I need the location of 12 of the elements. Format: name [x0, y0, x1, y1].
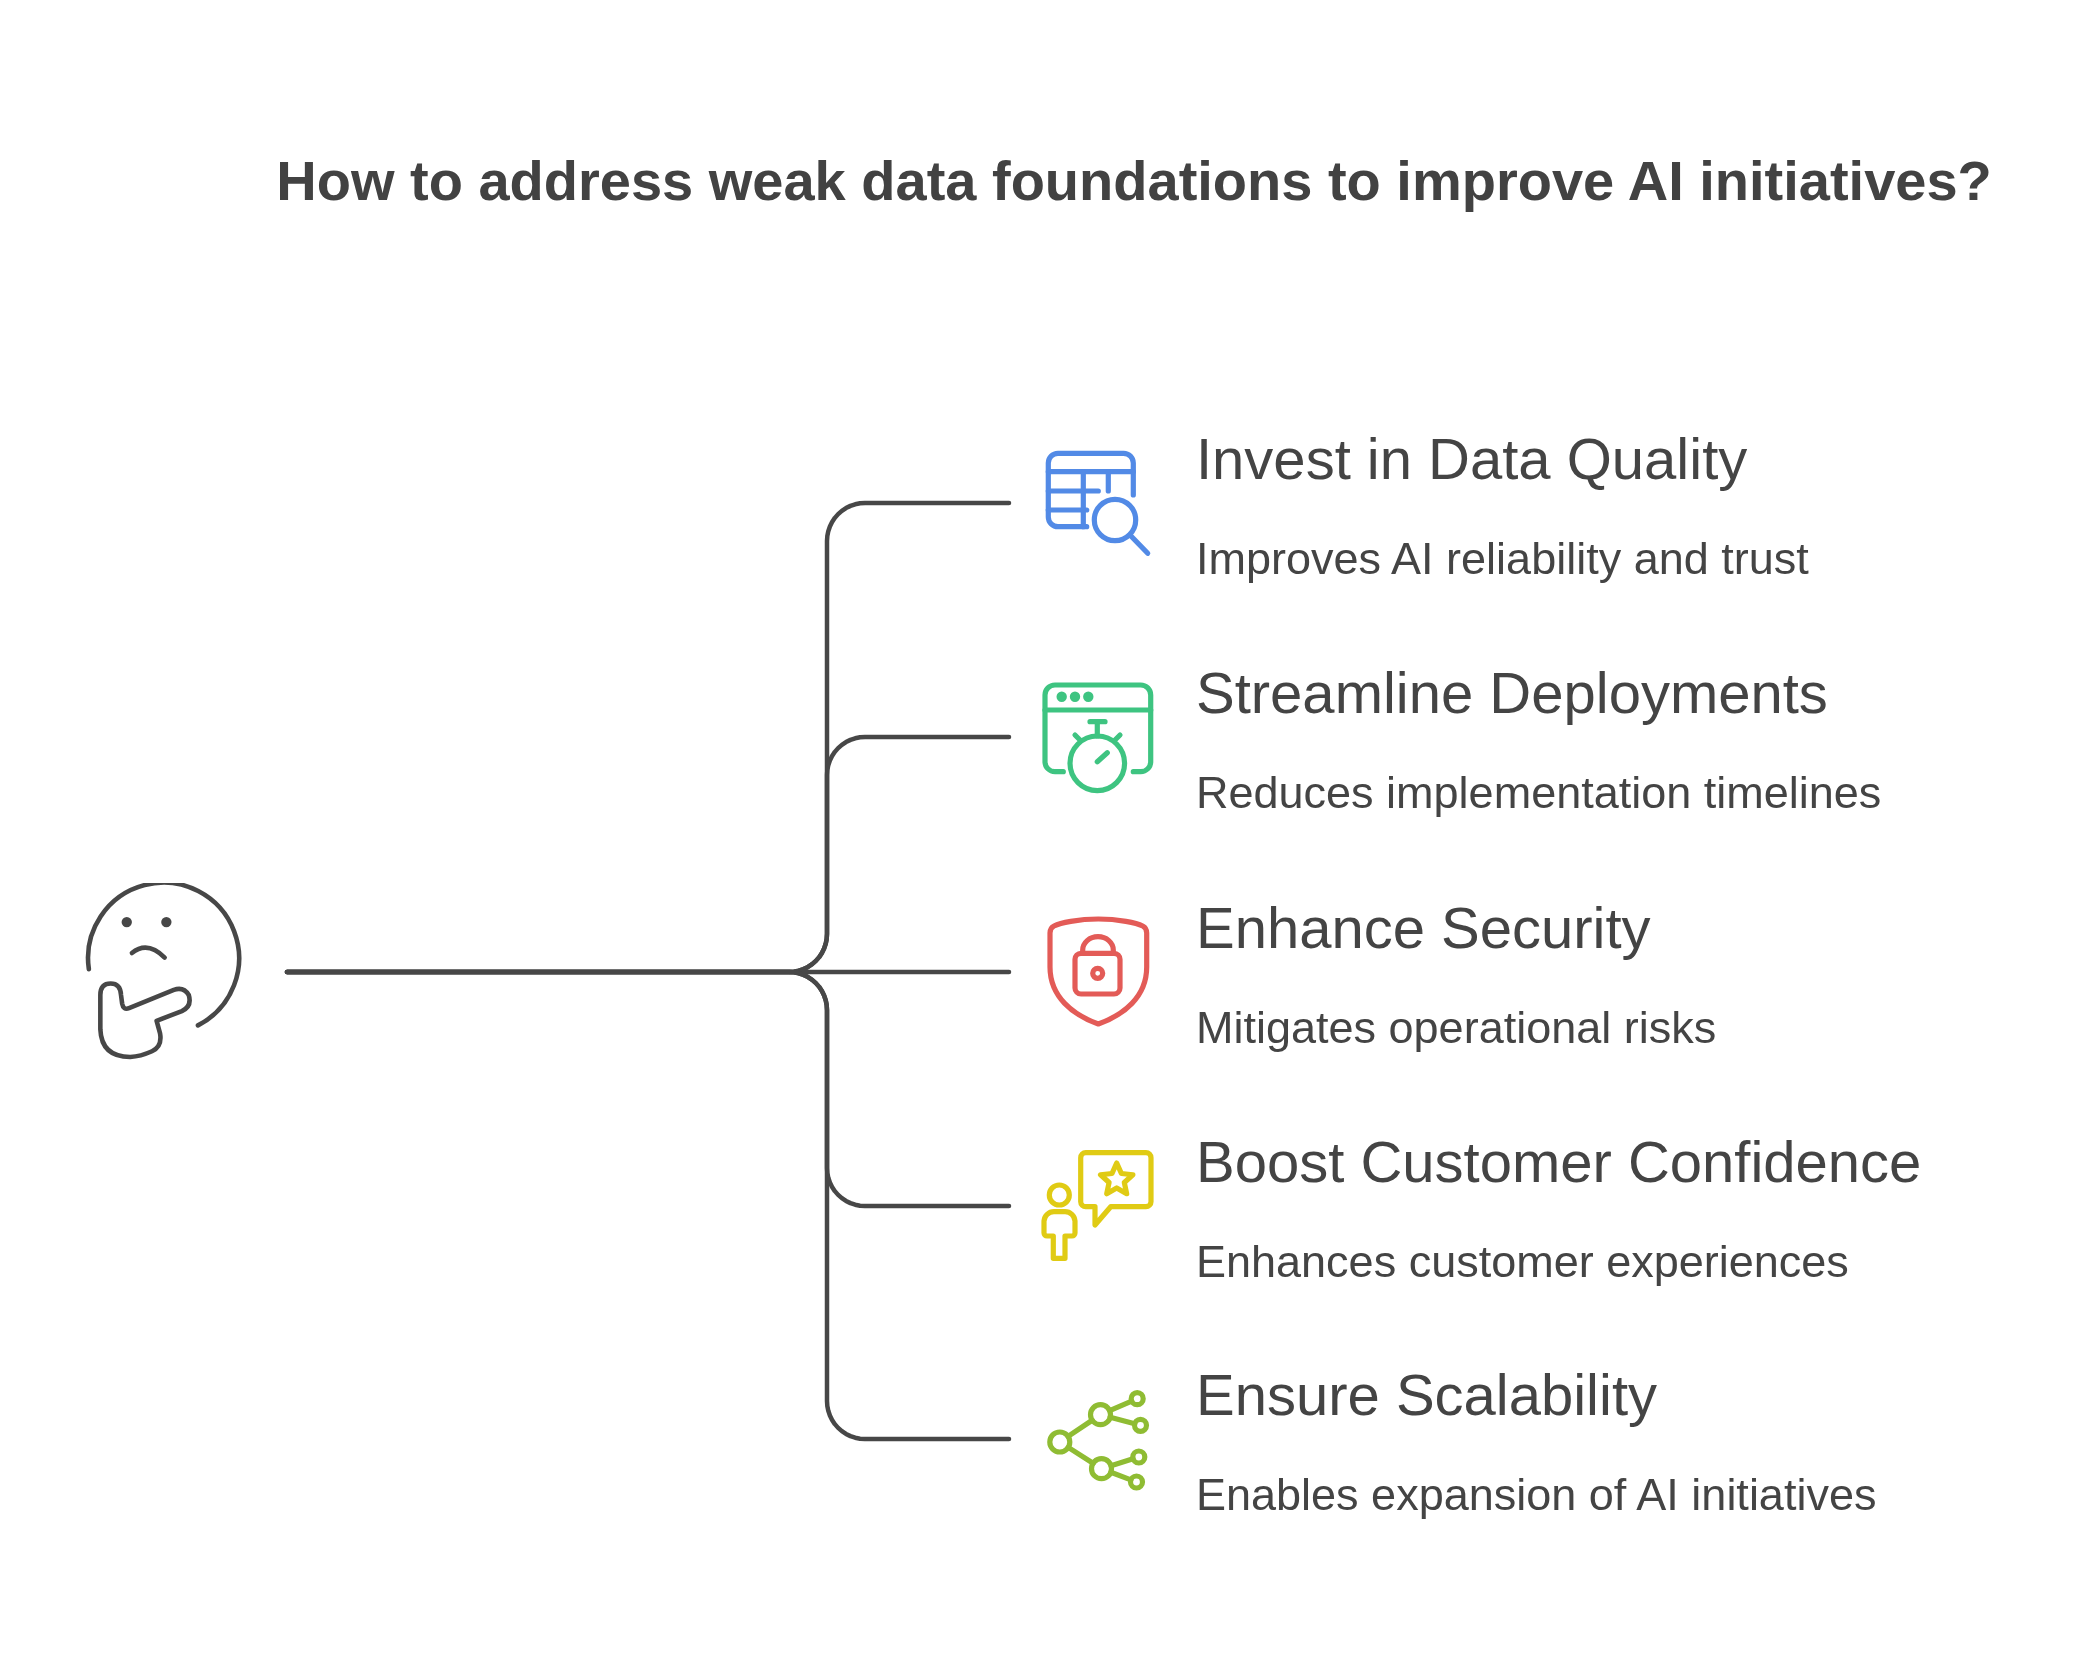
item-description: Improves AI reliability and trust — [1196, 532, 1809, 585]
item-description: Enhances customer experiences — [1196, 1235, 1850, 1288]
item-heading: Streamline Deployments — [1196, 659, 1829, 726]
item-heading: Ensure Scalability — [1196, 1361, 1658, 1428]
item-heading: Boost Customer Confidence — [1196, 1128, 1922, 1195]
connector-line — [284, 969, 1012, 1442]
item-description: Reduces implementation timelines — [1196, 766, 1882, 819]
title: How to address weak data foundations to improve AI initiatives? — [276, 148, 1992, 214]
item-heading: Invest in Data Quality — [1196, 425, 1749, 492]
item-description: Enables expansion of AI initiatives — [1196, 1468, 1877, 1521]
item-heading: Enhance Security — [1196, 894, 1652, 961]
item-description: Mitigates operational risks — [1196, 1001, 1717, 1054]
